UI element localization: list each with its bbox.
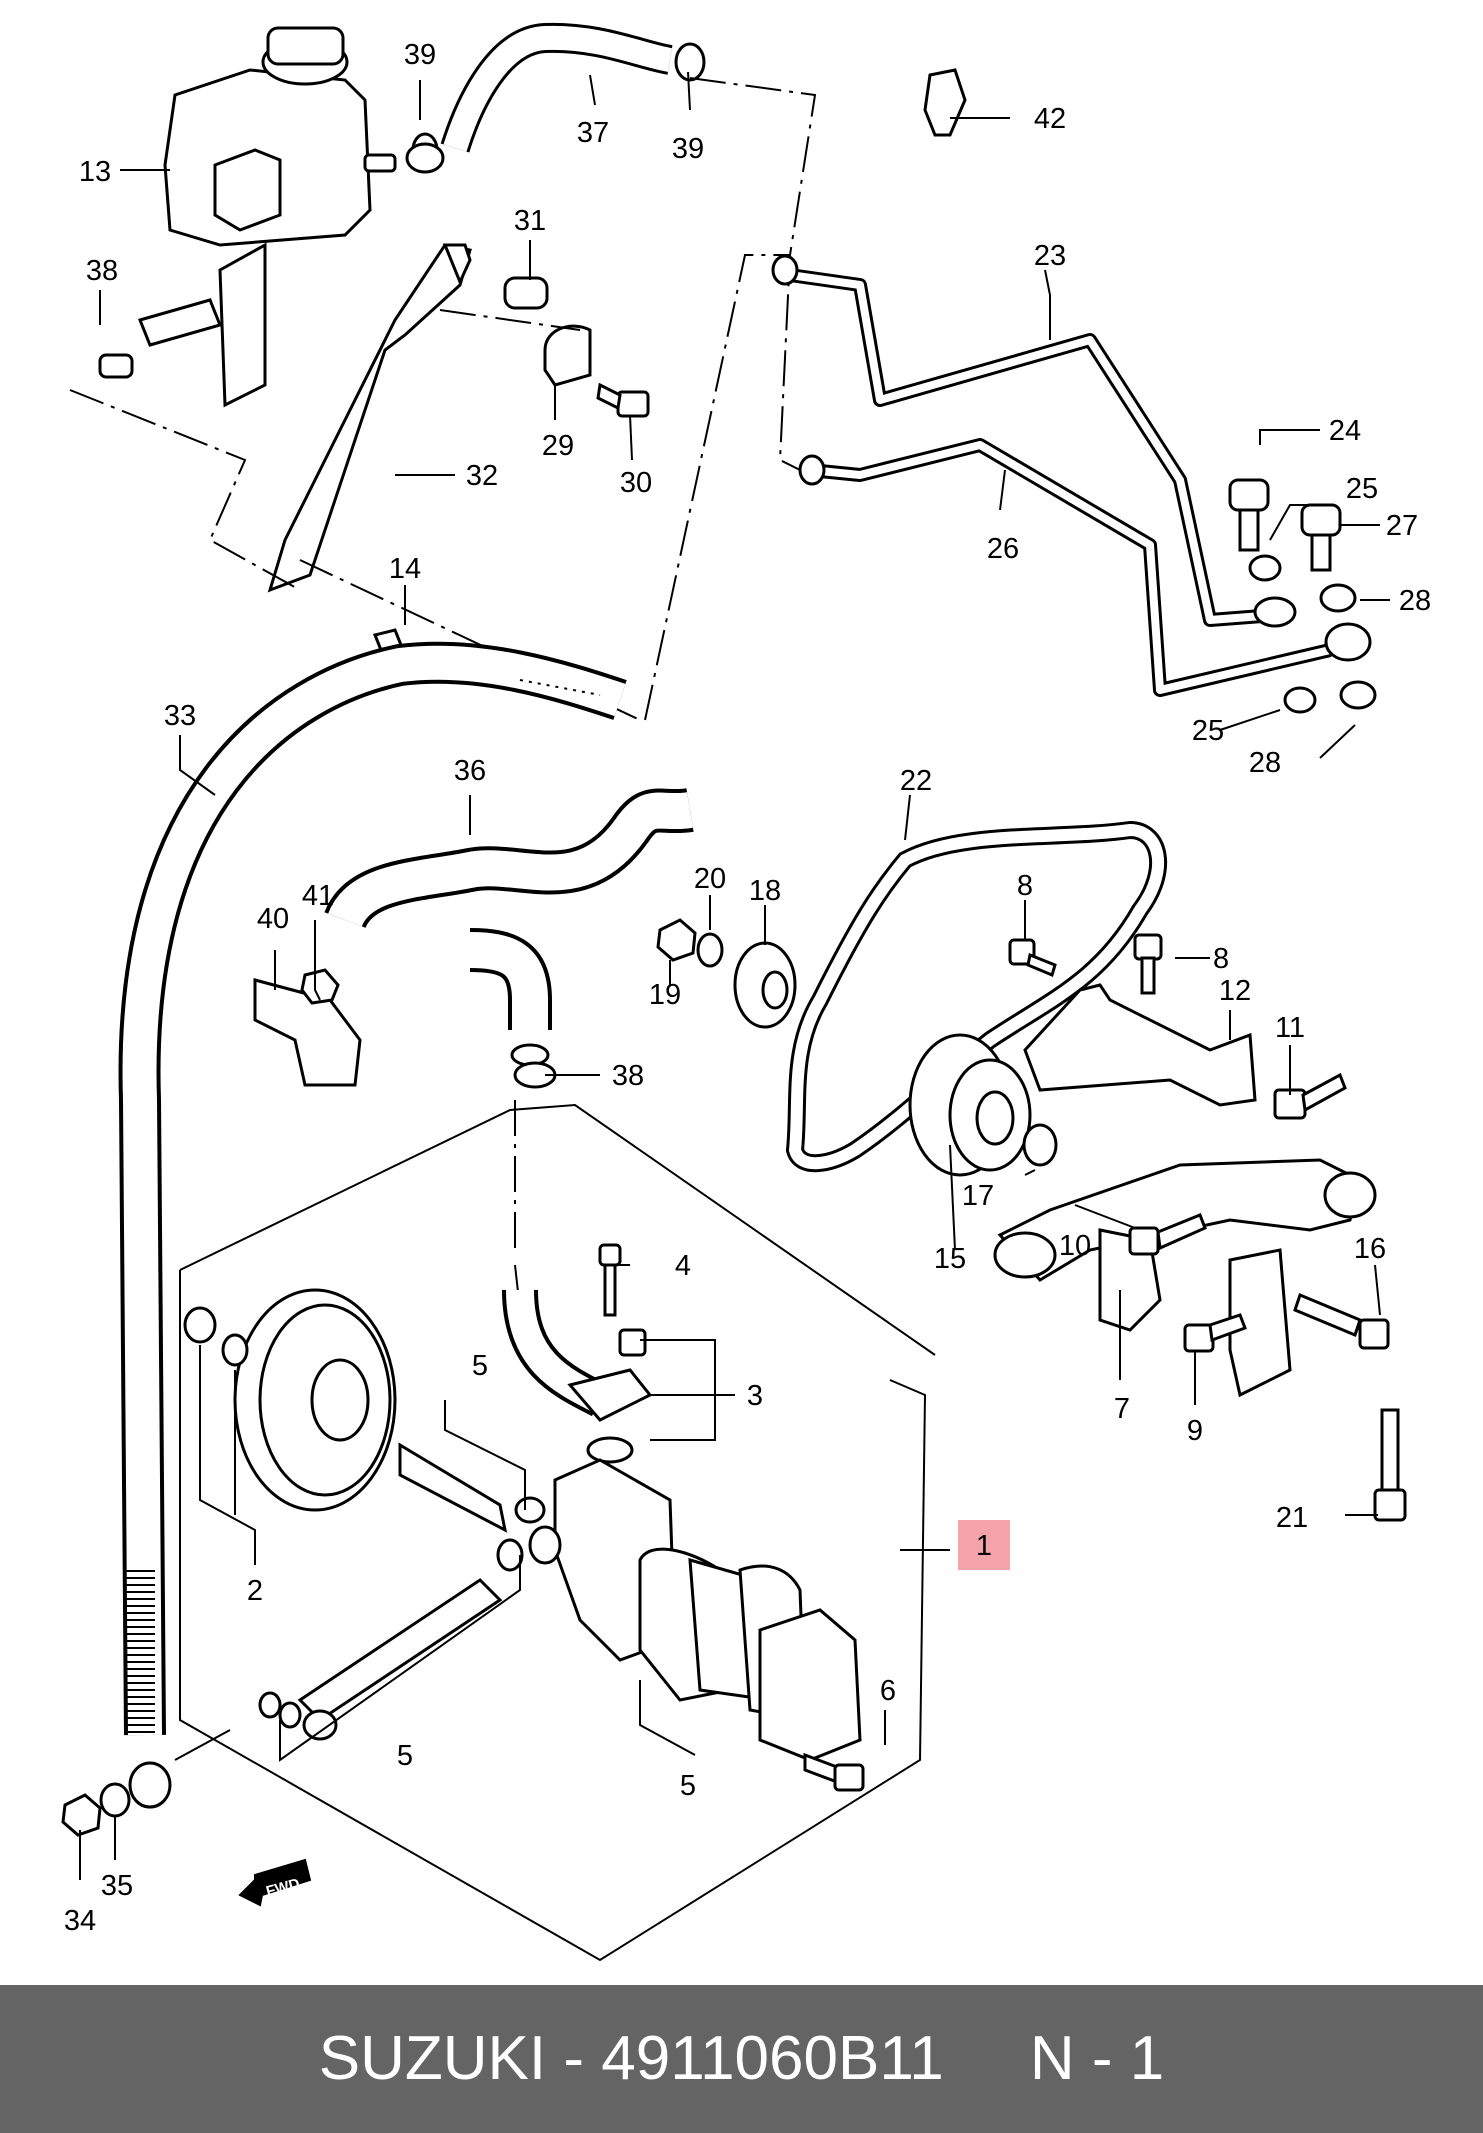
callout-24: 24 (1329, 415, 1361, 447)
callout-15: 15 (934, 1243, 966, 1275)
callout-8a: 8 (1017, 870, 1033, 902)
callout-33: 33 (164, 700, 196, 732)
callout-29: 29 (542, 430, 574, 462)
callout-labels: 1 2 3 4 5 5 5 5 6 7 8 8 9 10 11 12 13 14… (64, 39, 1431, 1937)
callout-25b: 25 (1192, 715, 1224, 747)
nut-34 (61, 1793, 102, 1837)
callout-36: 36 (454, 755, 486, 787)
callout-31: 31 (514, 205, 546, 237)
callout-37: 37 (577, 117, 609, 149)
bolt-9 (1183, 1313, 1247, 1353)
part-1-highlight (958, 1520, 1010, 1570)
callout-14: 14 (389, 553, 421, 585)
callout-41: 41 (302, 880, 334, 912)
part-number-caption: SUZUKI - 4911060B11 N - 1 (318, 2024, 1165, 2093)
callout-39a: 39 (404, 39, 436, 71)
banjo-bolt-24 (1228, 478, 1270, 552)
callout-16: 16 (1354, 1233, 1386, 1265)
parts-diagram: FWD 1 2 3 4 5 5 5 5 6 7 8 8 9 10 11 12 1… (61, 22, 1431, 1962)
reservoir-tank (137, 26, 397, 408)
bolt-30 (596, 382, 650, 418)
callout-20: 20 (694, 863, 726, 895)
callout-1: 1 (976, 1530, 992, 1562)
callout-34: 34 (64, 1905, 96, 1937)
callout-7: 7 (1114, 1393, 1130, 1425)
callout-27: 27 (1386, 510, 1418, 542)
callout-35: 35 (101, 1870, 133, 1902)
callout-6: 6 (880, 1675, 896, 1707)
bolt-16 (1293, 1292, 1390, 1350)
callout-28b: 28 (1249, 747, 1281, 779)
fwd-arrow-icon: FWD (238, 1858, 312, 1907)
bolt-8a (1008, 938, 1057, 978)
callout-12: 12 (1219, 975, 1251, 1007)
callout-23: 23 (1034, 240, 1066, 272)
callout-11: 11 (1275, 1012, 1305, 1044)
callout-38a: 38 (86, 255, 118, 287)
callout-19: 19 (649, 979, 681, 1011)
callout-13: 13 (79, 156, 111, 188)
callout-21: 21 (1276, 1502, 1308, 1534)
callout-10: 10 (1059, 1230, 1091, 1262)
bolt-11 (1273, 1072, 1347, 1120)
callout-3: 3 (747, 1380, 763, 1412)
callout-42: 42 (1034, 103, 1066, 135)
callout-9: 9 (1187, 1415, 1203, 1447)
callout-18: 18 (749, 875, 781, 907)
bolt-10 (1128, 1213, 1207, 1256)
banjo-bolt-27 (1300, 503, 1342, 572)
callout-2: 2 (247, 1575, 263, 1607)
callout-39b: 39 (672, 133, 704, 165)
bolt-21 (1373, 1408, 1407, 1522)
callout-40: 40 (257, 903, 289, 935)
callout-30: 30 (620, 467, 652, 499)
bolt-8b (1133, 933, 1163, 995)
callout-25a: 25 (1346, 473, 1378, 505)
callout-28a: 28 (1399, 585, 1431, 617)
callout-26: 26 (987, 533, 1019, 565)
callout-38b: 38 (612, 1060, 644, 1092)
callout-5c: 5 (680, 1770, 696, 1802)
callout-22: 22 (900, 765, 932, 797)
footer-bar: SUZUKI - 4911060B11 N - 1 (0, 1985, 1483, 2133)
callout-4: 4 (675, 1250, 691, 1282)
callout-5b: 5 (397, 1740, 413, 1772)
callout-17: 17 (962, 1180, 994, 1212)
callout-5a: 5 (472, 1350, 488, 1382)
callout-32: 32 (466, 460, 498, 492)
callout-8b: 8 (1213, 943, 1229, 975)
